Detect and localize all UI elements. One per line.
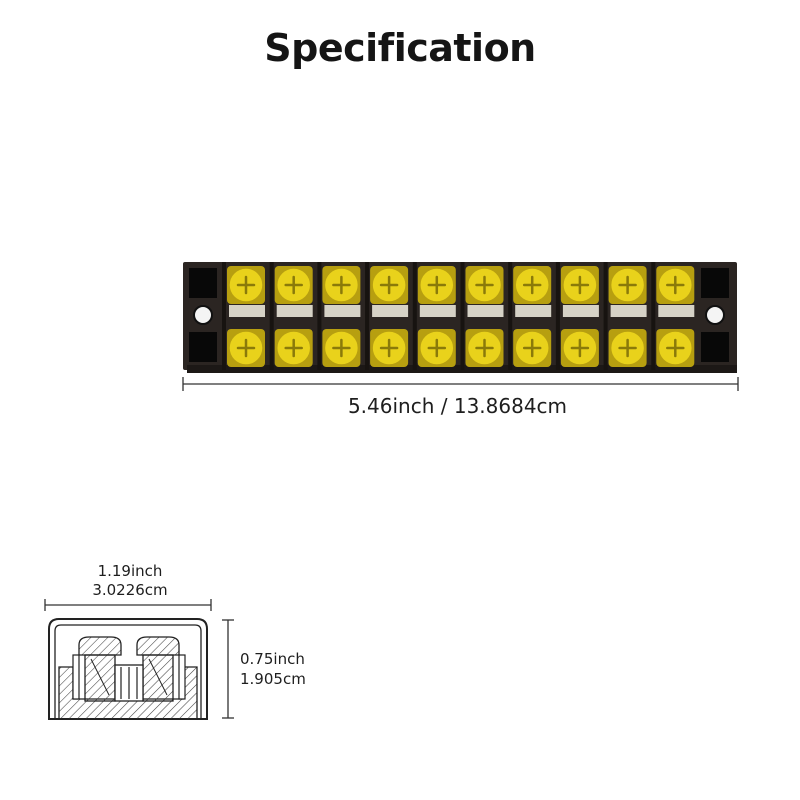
screw-slot-cross	[618, 275, 637, 295]
contact-strip	[658, 305, 695, 317]
terminal-divider	[651, 262, 656, 370]
screw-slot-cross	[522, 275, 542, 295]
screw-slot-cross	[570, 338, 590, 358]
screw-slot-cross	[618, 338, 637, 358]
terminal-divider	[603, 262, 608, 370]
page-title: Specification	[264, 26, 536, 70]
terminal-divider	[269, 262, 274, 370]
mount-slot-right-top	[701, 268, 729, 298]
contact-strip	[419, 305, 456, 317]
contact-strip	[467, 305, 504, 317]
screw-slot-cross	[666, 338, 685, 358]
terminal-divider	[555, 262, 560, 370]
length-label: 5.46inch / 13.8684cm	[347, 394, 568, 418]
screw-slot-cross	[379, 275, 399, 295]
screw-slot-cross	[284, 275, 303, 295]
mount-slot-left-top	[189, 268, 217, 298]
screw-slot-cross	[475, 275, 494, 295]
mount-slot-left-bottom	[189, 332, 217, 362]
screw-slot-cross	[427, 275, 447, 295]
contact-strip	[324, 305, 361, 317]
terminal-divider	[365, 262, 370, 370]
screw-slot-cross	[236, 275, 256, 295]
screw-slot-cross	[332, 275, 351, 295]
contact-strip	[229, 305, 265, 317]
mount-slot-right-bottom	[701, 332, 729, 362]
height-cm-label: 1.905cm	[240, 670, 306, 688]
height-dimension-line	[222, 619, 234, 719]
width-cm-label: 3.0226cm	[92, 581, 168, 599]
screw-slot-cross	[666, 275, 685, 295]
terminal-divider	[317, 262, 322, 370]
mount-hole-left	[193, 305, 213, 325]
screw-slot-cross	[284, 338, 303, 358]
terminal-divider	[460, 262, 465, 370]
terminal-divider	[412, 262, 417, 370]
contact-strip	[276, 305, 313, 317]
side-profile-drawing	[48, 618, 208, 720]
length-dimension-line	[182, 377, 739, 391]
terminal-divider	[222, 262, 226, 370]
terminal-divider	[508, 262, 513, 370]
contact-strip	[372, 305, 409, 317]
screw-slot-cross	[332, 338, 351, 358]
contact-strip	[610, 305, 647, 317]
contact-strip	[515, 305, 552, 317]
screw-slot-cross	[236, 338, 256, 358]
screw-slot-cross	[522, 338, 542, 358]
screw-slot-cross	[570, 275, 590, 295]
mount-hole-right	[705, 305, 725, 325]
contact-strip	[562, 305, 599, 317]
screw-slot-cross	[379, 338, 399, 358]
width-inch-label: 1.19inch	[97, 562, 163, 580]
screw-slot-cross	[427, 338, 447, 358]
width-dimension-line	[44, 599, 212, 611]
screw-slot-cross	[475, 338, 494, 358]
height-inch-label: 0.75inch	[240, 650, 305, 668]
terminal-block-image	[183, 262, 737, 373]
